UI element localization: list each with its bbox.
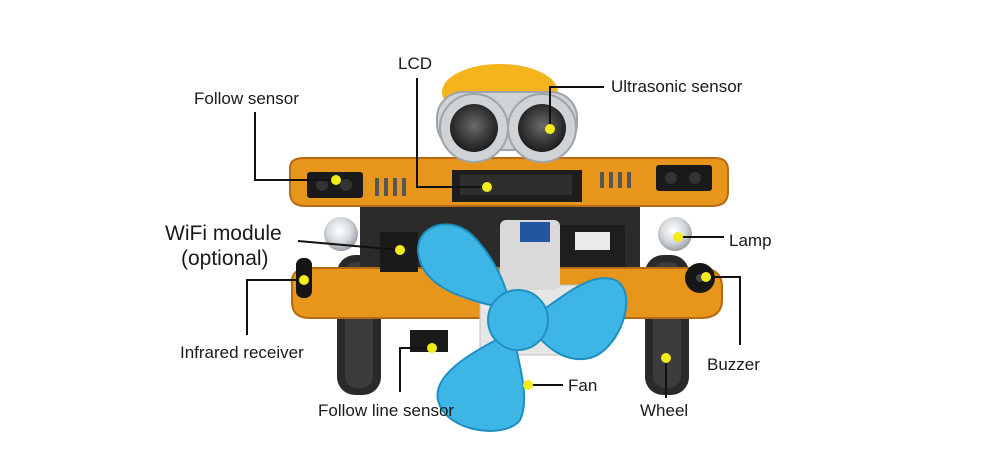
leader-wifi (297, 240, 401, 251)
follow-line-sensor-part (410, 330, 448, 352)
fan-propeller (416, 223, 628, 432)
label-follow-line-sensor: Follow line sensor (318, 401, 455, 420)
label-fan: Fan (568, 376, 598, 395)
label-lamp: Lamp (729, 231, 772, 250)
leader-follow-sensor (254, 112, 336, 181)
label-wifi-optional: (optional) (181, 247, 269, 270)
leader-buzzer (706, 276, 741, 345)
follow-sensor-left (307, 172, 363, 198)
leader-ultrasonic (549, 86, 604, 129)
marker-infrared (299, 275, 309, 285)
marker-ultrasonic (545, 124, 555, 134)
leader-follow-line (399, 347, 432, 392)
marker-dots (299, 124, 711, 390)
marker-follow-line (427, 343, 437, 353)
lamp-left (324, 217, 358, 251)
marker-lcd (482, 182, 492, 192)
marker-wifi (395, 245, 405, 255)
label-wheel: Wheel (640, 401, 689, 420)
label-infrared-receiver: Infrared receiver (180, 343, 304, 362)
marker-fan (523, 380, 533, 390)
label-wifi-module: WiFi module (165, 222, 282, 245)
leader-infrared (246, 279, 304, 335)
leader-lines (246, 78, 741, 398)
marker-buzzer (701, 272, 711, 282)
follow-sensor-right (656, 165, 712, 191)
label-ultrasonic-sensor: Ultrasonic sensor (611, 77, 743, 96)
marker-wheel (661, 353, 671, 363)
label-follow-sensor: Follow sensor (194, 89, 299, 108)
leader-lcd (416, 78, 487, 188)
ultrasonic-sensor-module (436, 91, 578, 163)
marker-follow-sensor (331, 175, 341, 185)
label-lcd: LCD (398, 54, 433, 73)
marker-lamp (673, 232, 683, 242)
robot-body (289, 64, 729, 432)
label-buzzer: Buzzer (707, 355, 760, 374)
